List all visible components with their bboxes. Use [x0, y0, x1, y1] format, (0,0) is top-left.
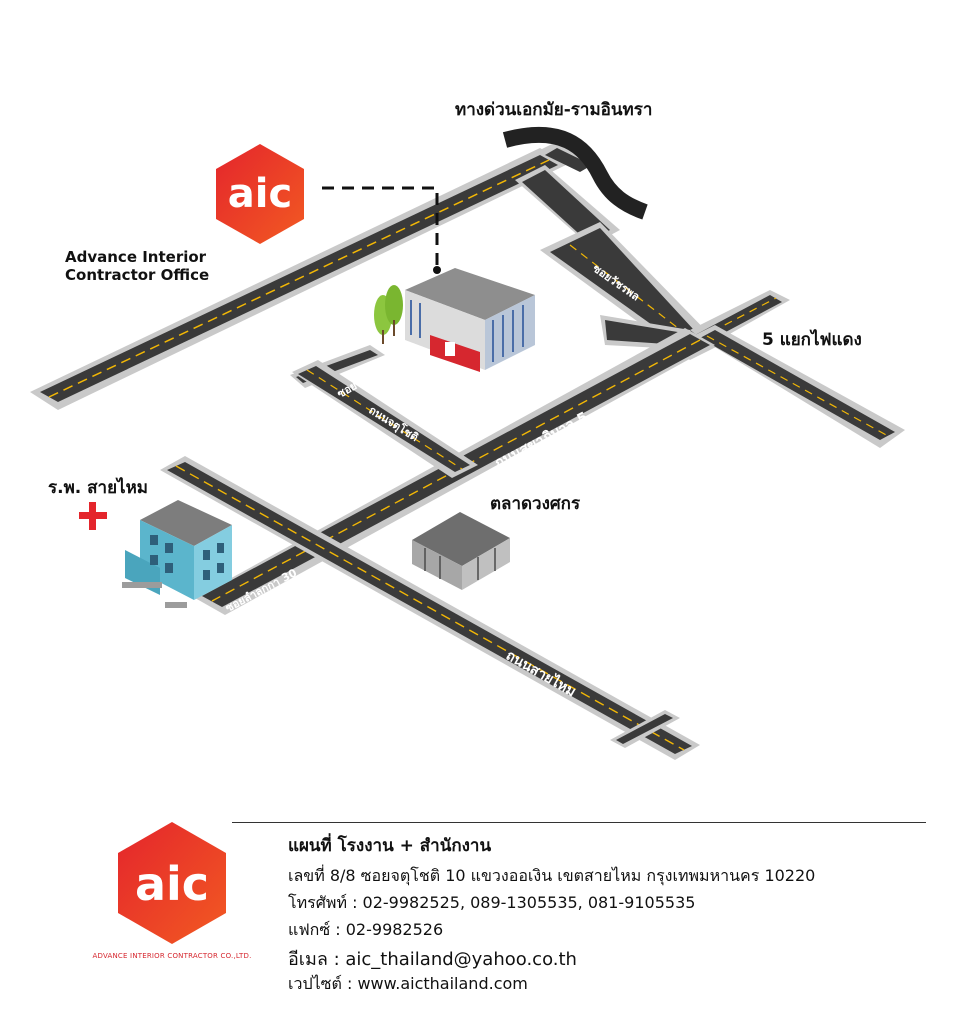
office-pin-dot — [433, 266, 441, 274]
road-ram-inthra — [30, 148, 568, 410]
label-expressway: ทางด่วนเอกมัย-รามอินทรา — [455, 100, 653, 120]
road-chatuchot — [292, 360, 478, 478]
footer-phone: โทรศัพท์ : 02-9982525, 089-1305535, 081-… — [288, 893, 696, 912]
road-sai-mai-cross — [610, 710, 680, 748]
aic-logo-footer: aic — [118, 822, 226, 944]
hospital-building — [122, 500, 232, 608]
office-leader-line — [322, 186, 439, 268]
label-intersection: 5 แยกไฟแดง — [762, 330, 862, 350]
footer-title: แผนที่ โรงงาน + สำนักงาน — [288, 836, 492, 856]
tree-icon — [374, 285, 403, 344]
svg-text:aic: aic — [135, 857, 209, 911]
svg-text:aic: aic — [228, 171, 292, 217]
road-sai-mai — [160, 456, 700, 760]
market-building — [412, 512, 510, 590]
road-southeast — [695, 325, 905, 448]
label-hospital: ร.พ. สายไหม — [48, 478, 149, 498]
footer-divider — [232, 822, 926, 823]
label-market: ตลาดวงศกร — [490, 494, 581, 514]
footer-address: เลขที่ 8/8 ซอยจตุโชติ 10 แขวงออเงิน เขตส… — [288, 866, 816, 885]
office-building — [405, 268, 535, 372]
aic-logo-map: aic — [216, 144, 304, 244]
expressway-ramp — [502, 126, 648, 220]
label-office-line1: Advance Interior — [65, 248, 207, 266]
footer-email[interactable]: อีเมล : aic_thailand@yahoo.co.th — [288, 949, 577, 970]
location-map: ถนนรามอินทรา ซอยวัชรพล ซอยจตุโชติ 10 ถนน… — [30, 126, 905, 760]
footer-fax: แฟกซ์ : 02-9982526 — [288, 920, 444, 939]
hospital-cross-icon — [79, 502, 107, 530]
label-office-line2: Contractor Office — [65, 266, 210, 284]
road-soi-watcharapol — [515, 165, 720, 360]
company-name: ADVANCE INTERIOR CONTRACTOR CO.,LTD. — [92, 952, 252, 960]
roads — [30, 126, 905, 760]
footer-website[interactable]: เวปไซต์ : www.aicthailand.com — [288, 974, 528, 993]
